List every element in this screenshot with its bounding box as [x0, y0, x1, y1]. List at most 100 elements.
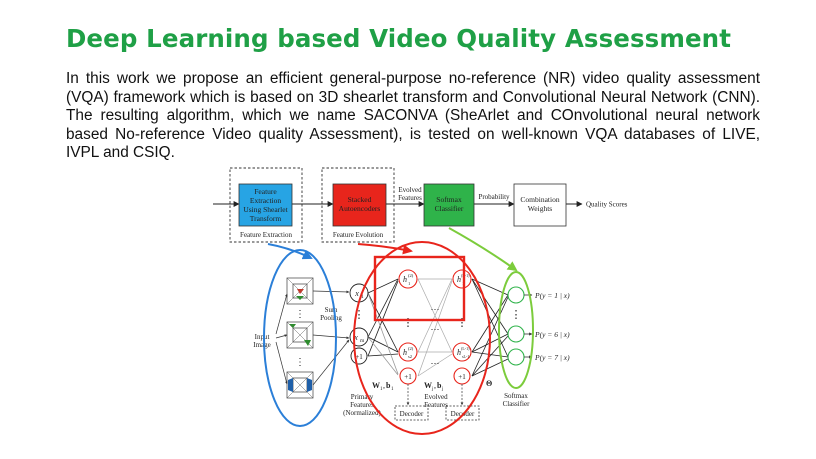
- hidden-highlight-box: [373, 255, 466, 322]
- hidden-right-dots: ⋮: [457, 317, 468, 329]
- node-bias-hidden-right-label: +1: [458, 373, 466, 381]
- connections: [367, 278, 399, 376]
- stacked-autoencoders-line-2: Autoencoders: [339, 204, 381, 213]
- softmax-classifier-line-2: Classifier: [435, 204, 464, 213]
- evolved-features-net-label-1: Evolved: [424, 393, 448, 401]
- weight-w1: W: [372, 381, 380, 390]
- node-hL-bottom-label: h: [457, 348, 461, 357]
- feature-extraction-line-2: Extraction: [250, 196, 281, 205]
- stacked-autoencoders-line-1: Stacked: [348, 195, 372, 204]
- combination-weights-line-2: Weights: [528, 204, 552, 213]
- stacked-autoencoders-box: [332, 183, 387, 227]
- input-image-label-2: Image: [253, 341, 271, 349]
- stage-feature-extraction-label: Feature Extraction: [240, 231, 292, 239]
- node-x1-label: x: [354, 289, 359, 298]
- stage-feature-extraction-frame: [229, 167, 303, 243]
- weight-comma-2: ,: [434, 381, 436, 390]
- node-h2-top-sub: 1: [408, 281, 410, 286]
- green-callout-arrow: [448, 227, 518, 272]
- probability-label: Probability: [478, 193, 510, 201]
- stage-feature-evolution-frame: [321, 167, 395, 243]
- decoder-2-box: [445, 405, 480, 421]
- slide-paragraph: In this work we propose an efficient gen…: [66, 70, 760, 162]
- node-out-1: [507, 286, 525, 304]
- sum-pooling-label-2: Pooling: [320, 314, 342, 322]
- node-xm-label: x: [353, 333, 358, 342]
- red-highlight-ellipse: [353, 241, 491, 435]
- cube-dots-2: ⋮: [295, 357, 305, 368]
- feature-extraction-line-3: Using Shearlet: [243, 205, 288, 214]
- theta-label: Θ: [486, 379, 492, 388]
- node-x1-sub: 1: [361, 294, 364, 300]
- evolved-features-label-1: Evolved: [398, 186, 422, 194]
- softmax-net-label-1: Softmax: [504, 392, 528, 400]
- cube-dots-1: ⋮: [295, 309, 305, 320]
- node-h2-bottom: [398, 342, 418, 362]
- hidden-middle-dots-top: ⋯: [431, 304, 440, 314]
- feature-extraction-box: [238, 183, 293, 227]
- hidden-middle-dots-bot: ⋯: [431, 358, 440, 368]
- stage-feature-evolution-label: Feature Evolution: [333, 231, 384, 239]
- weight-b1-sub: 1: [391, 387, 394, 392]
- weight-wj-sub: j: [431, 387, 433, 392]
- slide-title: Deep Learning based Video Quality Assess…: [66, 24, 732, 53]
- shearlet-cube-2: [286, 321, 314, 349]
- evolved-features-net-label-2: Features: [424, 401, 448, 409]
- weight-b1: b: [386, 381, 391, 390]
- input-arrow-1: [275, 293, 288, 335]
- blue-callout-arrow: [267, 243, 313, 260]
- input-image-label-1: Input: [255, 333, 270, 341]
- softmax-net-label-2: Classifier: [503, 400, 530, 408]
- input-arrow-3: [275, 341, 288, 385]
- node-h2-bottom-sup: (2): [408, 346, 414, 351]
- node-h2-top-sup: (2): [408, 273, 414, 278]
- quality-scores-label: Quality Scores: [586, 201, 628, 209]
- pool-arrow-2: [312, 334, 350, 340]
- primary-features-label-1: Primary: [351, 393, 374, 401]
- prob-label-1: P(y = 1 | x): [534, 291, 570, 300]
- weight-wj: W: [424, 381, 432, 390]
- node-hL-top-label: h: [457, 275, 461, 284]
- hidden-left-dots: ⋮: [403, 317, 414, 329]
- weight-comma-1: ,: [383, 381, 385, 390]
- combination-weights-line-1: Combination: [520, 195, 559, 204]
- node-xm: [349, 327, 369, 347]
- node-h2-top-label: h: [403, 275, 407, 284]
- softmax-classifier-box: [423, 183, 475, 227]
- weight-w1-sub: 1: [380, 387, 383, 392]
- prob-label-7: P(y = 7 | x): [534, 353, 570, 362]
- feature-extraction-line-1: Feature: [254, 187, 277, 196]
- pool-arrow-3: [312, 339, 350, 386]
- sum-pooling-label-1: Sum: [325, 306, 338, 314]
- decoder-1-box: [394, 405, 429, 421]
- node-hL-top-sup: (L-1): [461, 273, 470, 278]
- node-h2-bottom-label: h: [403, 348, 407, 357]
- node-out-7: [507, 348, 525, 366]
- node-hL-bottom: [452, 342, 472, 362]
- node-bias-hidden-left-label: +1: [404, 373, 412, 381]
- shearlet-cube-3: [286, 371, 314, 399]
- node-bias-input-label: +1: [355, 353, 363, 361]
- combination-weights-box: [513, 183, 567, 227]
- hidden-connections: [417, 278, 453, 377]
- node-hL-bottom-sup: (L-1): [461, 346, 470, 351]
- output-dots: ⋮: [511, 309, 522, 321]
- hidden-middle-dots-mid: ⋯: [431, 324, 440, 334]
- node-hL-bottom-sub: sL-1: [462, 354, 469, 359]
- network: ⋮ ⋮ Input Image Sum Pooling: [253, 255, 570, 421]
- pipeline: Feature Extraction Using Shearlet Transf…: [213, 167, 628, 243]
- node-h2-bottom-sub: s2: [408, 354, 412, 359]
- feature-extraction-line-4: Transform: [250, 214, 282, 223]
- weight-bj: b: [437, 381, 442, 390]
- red-callout-arrow: [357, 243, 413, 255]
- node-xm-sub: m: [360, 338, 365, 344]
- input-layer-dots: ⋮: [354, 309, 365, 321]
- primary-features-label-2: Features: [350, 401, 374, 409]
- prob-label-6: P(y = 6 | x): [534, 330, 570, 339]
- softmax-classifier-line-1: Softmax: [436, 195, 462, 204]
- node-hL-top: [452, 269, 472, 289]
- input-arrow-2: [275, 334, 288, 339]
- node-h2-top: [398, 269, 418, 289]
- primary-features-label-3: (Normalized): [343, 409, 381, 417]
